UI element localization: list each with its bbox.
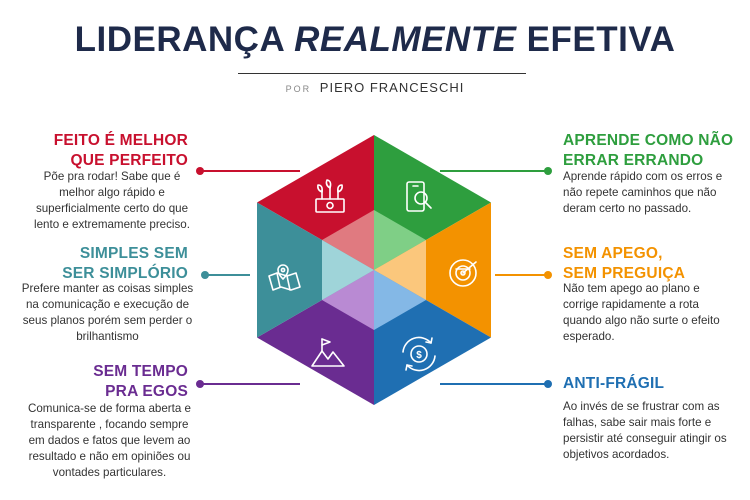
ego-heading: SEM TEMPO PRA EGOS (93, 363, 188, 400)
feito-heading: FEITO É MELHOR QUE PERFEITO (53, 132, 188, 169)
aprende-body: Aprende rápido com os erros e não repete… (563, 170, 723, 215)
simples-heading: SIMPLES SEM SER SIMPLÓRIO (62, 245, 188, 282)
inner-segment-aprende (374, 210, 426, 270)
antifragil-body: Ao invés de se frustrar com as falhas, s… (563, 400, 727, 461)
feito-body: Põe pra rodar! Sabe que é melhor algo rá… (34, 170, 190, 231)
simples-body: Prefere manter as coisas simples na comu… (21, 282, 194, 343)
title-divider (238, 73, 526, 74)
connector-dot-aprende (544, 167, 552, 175)
svg-text:$: $ (416, 350, 422, 361)
title-part-1: LIDERANÇA (74, 20, 295, 59)
connector-dot-feito (196, 167, 204, 175)
money-plant-icon (315, 179, 345, 213)
ego-body: Comunica-se de forma aberta e transparen… (27, 402, 192, 479)
segment-apego (374, 202, 491, 338)
map-pin-icon (268, 264, 301, 291)
inner-segment-feito (322, 210, 374, 270)
connector-lines (196, 167, 552, 388)
byline-prefix: POR (285, 84, 312, 94)
inner-segment-ego (322, 270, 374, 330)
connector-dot-simples (201, 271, 209, 279)
segment-simples (257, 202, 374, 338)
connector-dot-antifragil (544, 380, 552, 388)
inner-segment-apego (374, 240, 426, 300)
mountain-flag-icon (311, 338, 345, 367)
inner-segment-simples (322, 240, 374, 300)
byline: POR PIERO FRANCESCHI (0, 80, 750, 95)
connector-dot-apego (544, 271, 552, 279)
connector-dot-ego (196, 380, 204, 388)
author-name: PIERO FRANCESCHI (319, 80, 465, 95)
phone-search-icon (406, 181, 432, 212)
inner-segment-antifragil (374, 270, 426, 330)
apego-body: Não tem apego ao plano e corrige rapidam… (563, 282, 720, 343)
target-icon (449, 259, 477, 287)
dollar-cycle-icon: $ (402, 336, 436, 372)
antifragil-heading: ANTI-FRÁGIL (563, 375, 665, 392)
page-title: LIDERANÇA REALMENTE EFETIVA (0, 20, 750, 60)
aprende-heading: APRENDE COMO NÃO ERRAR ERRANDO (563, 132, 734, 169)
title-part-3: EFETIVA (516, 20, 676, 59)
apego-heading: SEM APEGO, SEM PREGUIÇA (563, 245, 686, 282)
title-part-2: REALMENTE (294, 20, 517, 59)
